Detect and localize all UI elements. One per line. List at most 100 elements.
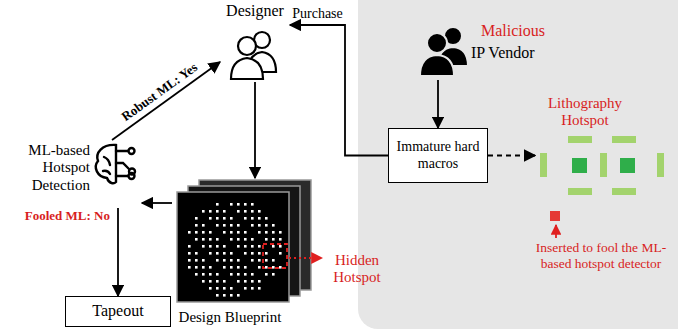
layout-dot <box>265 259 268 262</box>
layout-dot <box>272 259 275 262</box>
layout-dot <box>230 203 233 206</box>
layout-dot <box>202 280 205 283</box>
layout-dot <box>251 252 254 255</box>
layout-dot <box>279 231 282 234</box>
layout-dot <box>195 266 198 269</box>
layout-dot <box>251 273 254 276</box>
layout-dot <box>265 224 268 227</box>
layout-dot <box>216 280 219 283</box>
layout-dot <box>230 224 233 227</box>
layout-dot <box>223 245 226 248</box>
connector-arrow <box>488 155 535 157</box>
layout-dot <box>279 238 282 241</box>
layout-dot <box>244 287 247 290</box>
connector-arrow <box>112 62 220 140</box>
layout-dot <box>272 224 275 227</box>
brain-fold <box>103 157 110 174</box>
circuit-node <box>129 173 135 179</box>
layout-dot <box>195 252 198 255</box>
pattern-square <box>572 158 587 173</box>
layout-dot <box>209 280 212 283</box>
layout-dot <box>251 210 254 213</box>
layout-dot <box>272 245 275 248</box>
layout-dot <box>216 273 219 276</box>
layout-dot <box>258 280 261 283</box>
layout-dot <box>195 273 198 276</box>
layout-dot <box>216 224 219 227</box>
layout-dot <box>230 294 233 297</box>
layout-dot <box>244 217 247 220</box>
layout-dot <box>244 273 247 276</box>
layout-dot <box>223 224 226 227</box>
layout-dot <box>223 294 226 297</box>
layout-dot <box>272 238 275 241</box>
layout-dot <box>258 245 261 248</box>
layout-dot <box>251 217 254 220</box>
layout-dot <box>223 280 226 283</box>
connector-arrow <box>254 82 256 178</box>
layout-dot <box>188 259 191 262</box>
annotation-label: Inserted to fool the ML-based hotspot de… <box>527 240 675 271</box>
layout-dot <box>209 217 212 220</box>
layout-dot <box>279 252 282 255</box>
layout-dot <box>237 238 240 241</box>
layout-dot <box>216 210 219 213</box>
layout-dot <box>195 224 198 227</box>
layout-dot <box>230 266 233 269</box>
layout-dot <box>251 280 254 283</box>
layout-dot <box>279 245 282 248</box>
layout-dot <box>251 203 254 206</box>
layout-dot <box>272 273 275 276</box>
layout-dot <box>209 273 212 276</box>
litho-pattern <box>540 136 664 238</box>
layout-dot <box>223 210 226 213</box>
node-text: Design Blueprint <box>160 309 300 326</box>
person-head <box>427 33 447 53</box>
layout-dot <box>202 231 205 234</box>
layout-dot <box>237 259 240 262</box>
layout-dot <box>223 217 226 220</box>
node-text: Lithography Hotspot <box>535 95 635 130</box>
layout-dot <box>244 266 247 269</box>
layout-dot <box>216 245 219 248</box>
layout-dot <box>237 231 240 234</box>
layout-dot <box>244 245 247 248</box>
edge-label: Robust ML: Yes <box>119 60 201 125</box>
layout-dot <box>265 266 268 269</box>
layout-dot <box>216 238 219 241</box>
node-text: Tapeout <box>92 302 143 320</box>
hidden-hotspot-box <box>263 244 287 268</box>
layout-dot <box>265 217 268 220</box>
node-text: Designer <box>220 2 290 20</box>
layout-dot <box>188 231 191 234</box>
layout-dot <box>251 224 254 227</box>
layout-dot <box>279 266 282 269</box>
layout-dot <box>209 210 212 213</box>
layout-dot <box>223 259 226 262</box>
person-body <box>231 58 263 79</box>
layout-dot <box>237 203 240 206</box>
layout-dot <box>209 245 212 248</box>
layout-dot <box>195 217 198 220</box>
layout-dot <box>258 259 261 262</box>
layout-dot <box>202 224 205 227</box>
layout-dot <box>251 238 254 241</box>
layout-dot <box>258 266 261 269</box>
layout-dot <box>265 252 268 255</box>
layout-dot <box>237 266 240 269</box>
layout-dot <box>230 231 233 234</box>
layout-dot <box>195 259 198 262</box>
layout-dot <box>188 245 191 248</box>
layout-dot <box>230 238 233 241</box>
layout-dot <box>202 273 205 276</box>
layout-dot <box>258 252 261 255</box>
node-text: ML-based Hotspot Detection <box>2 142 90 194</box>
layout-dot <box>258 217 261 220</box>
layout-dot <box>223 231 226 234</box>
vendor-actor: MaliciousIP Vendor <box>415 20 555 80</box>
node-text: Malicious <box>481 22 555 40</box>
circuit-trace <box>116 151 129 176</box>
pattern-bar <box>600 153 607 177</box>
layout-dot <box>265 273 268 276</box>
layout-dot <box>272 231 275 234</box>
